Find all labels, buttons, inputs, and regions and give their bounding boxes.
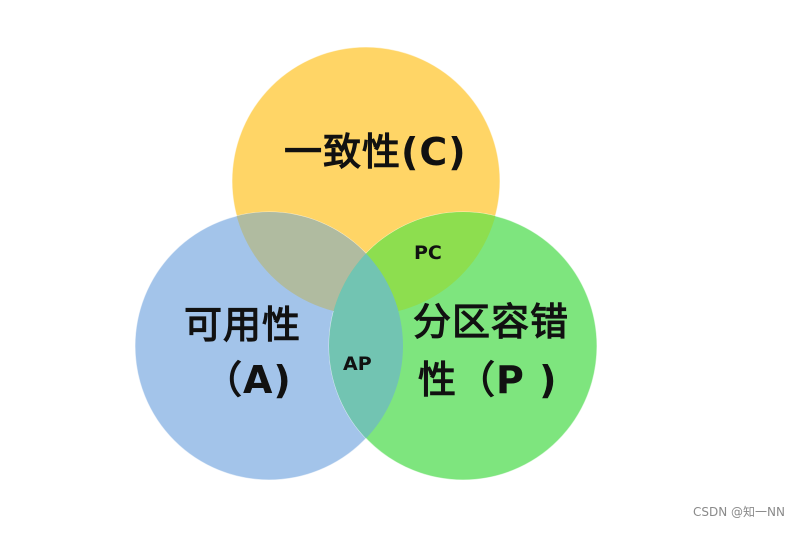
watermark: CSDN @知一NN: [693, 505, 785, 519]
availability-label-line2: （A): [204, 358, 292, 402]
consistency-label: 一致性(C): [284, 130, 467, 174]
ca-overlap-region: [232, 212, 403, 315]
partition-tolerance-label-line1: 分区容错: [413, 300, 570, 344]
partition-tolerance-label-line2: 性（P ): [418, 358, 558, 402]
pc-overlap-region: [329, 212, 500, 315]
ap-label: AP: [343, 353, 372, 375]
pc-label: PC: [414, 242, 442, 264]
availability-label-line1: 可用性: [184, 303, 302, 347]
